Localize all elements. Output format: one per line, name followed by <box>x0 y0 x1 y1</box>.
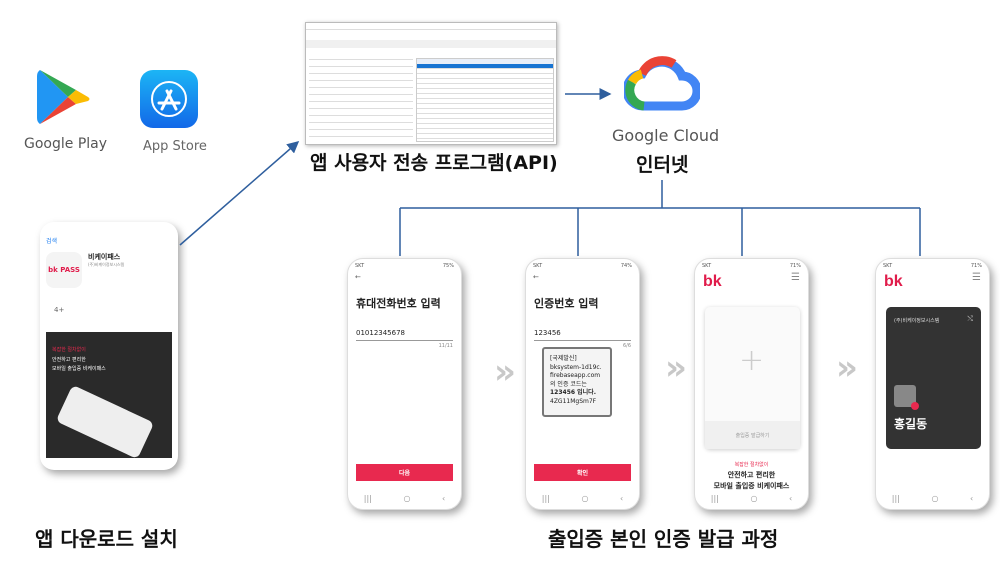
issue-label: 출입증 발급하기 <box>705 421 800 449</box>
google-play-label: Google Play <box>24 136 108 152</box>
api-program-window <box>305 22 557 145</box>
app-store-label: App Store <box>143 139 207 154</box>
menu-icon[interactable]: ☰ <box>972 272 981 283</box>
slogan-line: 안전하고 편리한 <box>727 471 776 479</box>
char-count: 11/11 <box>438 343 453 349</box>
google-play-logo <box>36 68 92 130</box>
chevron-right-icon: » <box>665 348 687 388</box>
code-input[interactable]: 123456 <box>534 329 631 341</box>
card-company: (주)비케이정보시스템 <box>894 318 940 324</box>
plus-icon: + <box>739 343 765 378</box>
app-store-listing-screenshot: 검색 bk PASS 비케이패스 (주)비케이정보시스템 4+ 복잡한 절차없이… <box>40 222 178 470</box>
screen-title: 인증번호 입력 <box>534 297 599 310</box>
phone-input[interactable]: 01012345678 <box>356 329 453 341</box>
api-label: 앱 사용자 전송 프로그램(API) <box>310 152 558 174</box>
holder-name: 홍길동 <box>894 417 928 431</box>
back-link: 검색 <box>46 238 58 245</box>
bk-logo: bk <box>884 273 903 290</box>
pass-card: (주)비케이정보시스템 ⤭ 홍길동 <box>886 307 981 449</box>
app-store-icon <box>140 70 198 128</box>
promo-tag: 복잡한 절차없이 <box>52 347 86 353</box>
internet-label: 인터넷 <box>636 154 689 176</box>
app-company: (주)비케이정보시스템 <box>88 262 125 267</box>
avatar <box>894 385 919 410</box>
promo-line: 모바일 출입증 비케이패스 <box>52 366 106 372</box>
issue-card[interactable]: + 출입증 발급하기 <box>705 307 800 449</box>
bk-logo: bk <box>703 273 722 290</box>
next-button[interactable]: 다음 <box>356 464 453 481</box>
google-cloud-label: Google Cloud <box>612 126 720 145</box>
promo-line: 안전하고 편리한 <box>52 357 86 363</box>
promo-image: 복잡한 절차없이 안전하고 편리한 모바일 출입증 비케이패스 <box>46 332 172 460</box>
menu-icon[interactable]: ☰ <box>791 272 800 283</box>
app-name: 비케이패스 <box>88 253 121 261</box>
chevron-right-icon: » <box>494 352 516 392</box>
google-cloud-logo <box>622 56 702 116</box>
char-count: 6/6 <box>622 343 631 349</box>
download-label: 앱 다운로드 설치 <box>35 527 178 551</box>
tagline: 복잡한 절차없이 <box>734 462 769 468</box>
age-rating: 4+ <box>54 306 65 314</box>
app-logo: bk PASS <box>46 252 82 288</box>
shuffle-icon: ⤭ <box>967 315 973 323</box>
process-label: 출입증 본인 인증 발급 과정 <box>548 527 779 551</box>
confirm-button[interactable]: 확인 <box>534 464 631 481</box>
slogan-line: 모바일 출입증 비케이패스 <box>713 482 790 490</box>
chevron-right-icon: » <box>836 348 858 388</box>
screen-title: 휴대전화번호 입력 <box>356 297 441 310</box>
